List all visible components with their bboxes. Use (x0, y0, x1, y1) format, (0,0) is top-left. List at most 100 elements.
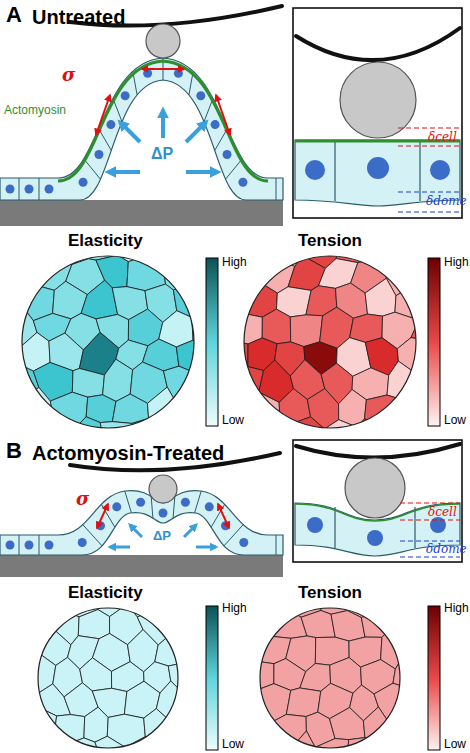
cell-boundary (419, 140, 420, 201)
nucleus (196, 91, 205, 100)
cell-map (0, 224, 240, 481)
pressure-arrow (110, 546, 130, 549)
nucleus (25, 541, 34, 550)
nucleus (121, 91, 130, 100)
nucleus (6, 185, 15, 194)
cell-polygon (242, 712, 273, 745)
nucleus (112, 502, 121, 511)
cell-polygon (144, 233, 179, 267)
flat-cells (39, 178, 40, 200)
substrate (0, 200, 283, 226)
tension-arrow (216, 95, 230, 135)
dome-schematic (0, 6, 283, 226)
nucleus (159, 509, 168, 518)
flat-cells (19, 178, 20, 200)
panel-title: Actomyosin-Treated (32, 443, 224, 463)
cell-polygon (7, 633, 41, 667)
cell-polygon (0, 340, 20, 377)
scale-label: Low (444, 414, 466, 426)
cell-polygon (387, 361, 419, 399)
nucleus (45, 185, 54, 194)
dome-schematic (0, 453, 283, 577)
actomyosin-line (58, 61, 268, 181)
nucleus (307, 517, 323, 533)
cell-boundary (414, 507, 415, 548)
cell-polygon (7, 685, 39, 721)
nucleus (211, 120, 220, 129)
nucleus (430, 160, 450, 180)
tension-arrow (96, 69, 230, 135)
map-title: Tension (298, 232, 362, 249)
cell-polygon (330, 708, 365, 740)
tension-arrow (96, 95, 110, 135)
cell-polygon (72, 368, 104, 397)
cell-polygon (36, 733, 69, 753)
cell-polygon (260, 738, 291, 753)
cell-polygon (227, 637, 261, 664)
cantilever (296, 444, 460, 458)
cell-layer (0, 58, 283, 200)
nucleus (6, 185, 54, 194)
cell-boundary (125, 491, 132, 513)
flat-cells (276, 535, 277, 555)
nucleus (238, 178, 247, 187)
scale-label: High (222, 256, 247, 268)
cell-polygon (259, 586, 287, 616)
cell-polygon (147, 387, 173, 423)
nucleus (305, 160, 325, 180)
cell-indent-label: δcell (428, 131, 457, 143)
cell-boundary (334, 140, 335, 201)
cell-polygon (6, 363, 39, 400)
color-bar (206, 258, 218, 426)
cell-polygon (365, 395, 403, 428)
cell-polygon (379, 580, 410, 612)
pressure-arrow (196, 546, 216, 549)
cell-polygon (78, 610, 109, 639)
inset-zoom (293, 8, 462, 218)
deformation-marker (398, 191, 460, 192)
nucleus (78, 538, 87, 547)
cell-boundary (99, 129, 112, 151)
cantilever (296, 28, 460, 60)
map-outline (244, 256, 416, 428)
cell-polygon (154, 582, 189, 616)
pressure-arrow (130, 525, 142, 537)
flat-cells (276, 178, 277, 200)
deformation-marker (398, 127, 460, 128)
nucleus (174, 69, 183, 78)
color-bar (428, 606, 440, 750)
color-bar (206, 606, 218, 750)
nucleus (79, 178, 88, 187)
nucleus (6, 541, 54, 550)
cell-boundary (334, 507, 335, 548)
cell-map (0, 580, 441, 753)
panel-title: Untreated (32, 7, 125, 27)
cell-polygon (157, 739, 182, 753)
cell-boundary (84, 159, 101, 179)
tension-arrow (142, 68, 184, 70)
cell-polygon (400, 394, 432, 427)
cell-polygon (0, 306, 11, 344)
cell-polygon (96, 255, 128, 288)
scale-label: Low (444, 738, 466, 750)
cell-polygon (50, 392, 87, 431)
map-title: Tension (298, 584, 362, 601)
inset-zoom (293, 8, 462, 218)
pressure-symbol: ΔP (151, 146, 173, 162)
cell-boundary (173, 496, 175, 518)
cell-polygon (171, 605, 201, 638)
pressure-arrow (120, 122, 140, 142)
scale-label: High (444, 256, 469, 268)
tension-arrow (218, 504, 229, 528)
substrate (0, 555, 283, 577)
cell-polygon (350, 314, 383, 342)
pressure-arrow (108, 170, 140, 174)
cell-polygon (155, 632, 187, 666)
cell-polygon (290, 731, 318, 753)
deformation-marker (400, 540, 460, 541)
cell-map (220, 580, 440, 753)
nucleus (136, 498, 145, 507)
scale-label: High (444, 602, 469, 614)
flat-cells (19, 178, 276, 200)
bead (146, 24, 180, 58)
